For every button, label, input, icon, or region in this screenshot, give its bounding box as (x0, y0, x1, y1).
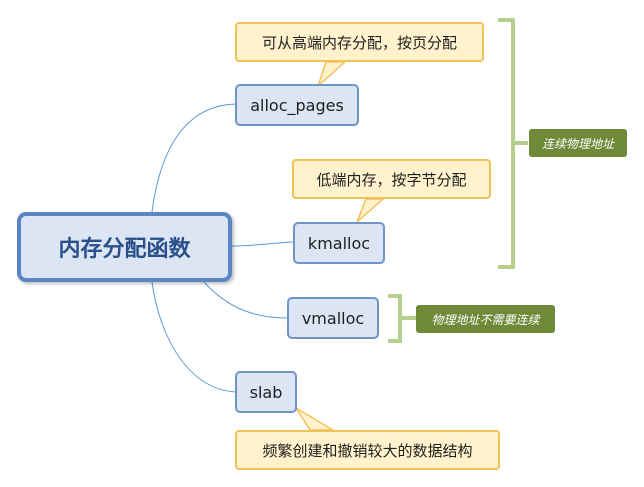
callout-pointer-slab (295, 407, 334, 431)
node-alloc-pages[interactable]: alloc_pages (235, 84, 359, 126)
connector-slab (151, 281, 237, 393)
summary-tag-contiguous[interactable]: 连续物理地址 (529, 129, 627, 157)
node-vmalloc[interactable]: vmalloc (287, 297, 379, 339)
callout-slab: 频繁创建和撤销较大的数据结构 (235, 430, 500, 470)
callout-pointer-kmalloc (356, 198, 384, 223)
connector-kmalloc (231, 241, 295, 247)
connector-alloc-pages (151, 103, 237, 213)
node-slab[interactable]: slab (235, 371, 297, 413)
callout-pointer-alloc-pages (317, 61, 346, 87)
connector-vmalloc (203, 281, 288, 319)
summary-bracket-non-contiguous (388, 294, 416, 343)
summary-bracket-contiguous (498, 18, 528, 269)
node-kmalloc[interactable]: kmalloc (293, 222, 385, 264)
root-topic[interactable]: 内存分配函数 (17, 212, 232, 282)
summary-tag-non-contiguous[interactable]: 物理地址不需要连续 (416, 305, 555, 333)
callout-kmalloc: 低端内存，按字节分配 (292, 159, 491, 199)
callout-alloc-pages: 可从高端内存分配，按页分配 (235, 22, 484, 62)
